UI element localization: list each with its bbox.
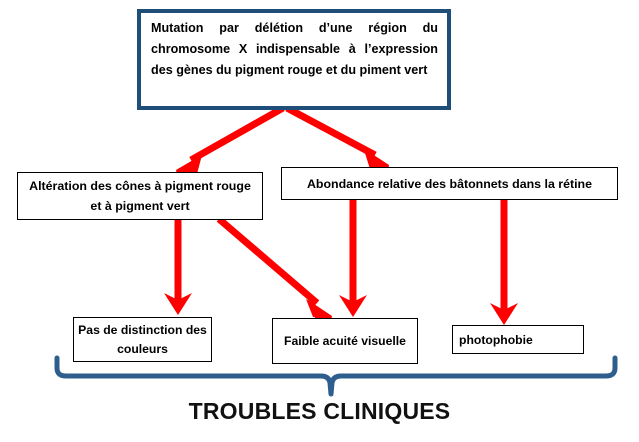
node-mutation-label: Mutation par délétion d’une région du ch… [151,21,438,77]
node-distinction-label: Pas de distinction des couleurs [78,322,207,356]
node-batonnets-abundance[interactable]: Abondance relative des bâtonnets dans la… [281,167,618,200]
arrow-batonnets-to-acuite [339,200,367,317]
arrow-cones-to-distinction [164,220,192,315]
node-no-color-distinction[interactable]: Pas de distinction des couleurs [73,317,212,362]
arrow-batonnets-to-photophobie [490,200,518,325]
node-photophobia[interactable]: photophobie [452,325,584,354]
node-batonnets-label: Abondance relative des bâtonnets dans la… [306,176,593,191]
clinical-disorders-caption: TROUBLES CLINIQUES [188,398,451,424]
node-cones-alteration[interactable]: Altération des cônes à pigment rouge et … [17,172,263,220]
node-photophobie-label: photophobie [459,332,533,347]
node-cones-label: Altération des cônes à pigment rouge et … [29,179,251,213]
arrow-cones-to-acuite [216,216,332,324]
group-brace [54,355,618,397]
node-low-visual-acuity[interactable]: Faible acuité visuelle [272,318,418,364]
node-acuite-label: Faible acuité visuelle [284,333,406,348]
node-mutation-cause[interactable]: Mutation par délétion d’une région du ch… [137,9,451,110]
